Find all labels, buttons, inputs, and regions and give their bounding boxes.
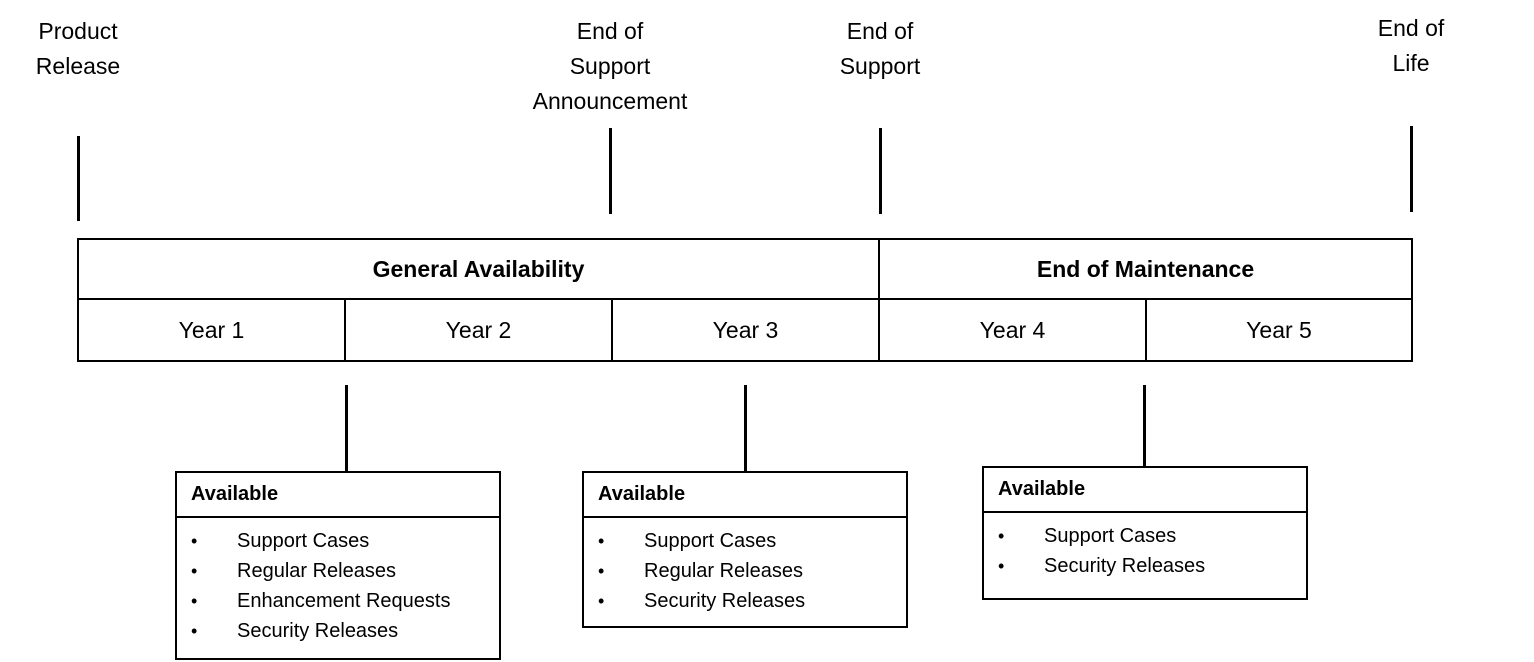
milestone-line-end-of-life [1410,126,1413,212]
phase-end-of-maintenance: End of Maintenance [878,238,1413,300]
year-cell-5: Year 5 [1145,298,1413,362]
phase-label: End of Maintenance [1036,255,1255,282]
phase-label: General Availability [372,255,585,282]
connector-line-box-2 [744,385,747,472]
availability-list: Support Cases Regular Releases Security … [584,518,906,628]
phase-general-availability: General Availability [77,238,880,300]
list-item: Security Releases [177,616,499,646]
availability-box-title: Available [584,473,906,518]
year-label: Year 5 [1246,316,1312,343]
list-item: Support Cases [177,526,499,556]
list-item: Regular Releases [177,556,499,586]
milestone-label-end-of-support: End of Support [839,18,921,79]
availability-box-1: Available Support Cases Regular Releases… [175,471,501,660]
connector-line-box-1 [345,385,348,472]
availability-list: Support Cases Regular Releases Enhanceme… [177,518,499,658]
milestone-line-product-release [77,136,80,221]
year-cell-1: Year 1 [77,298,346,362]
milestone-label-product-release: Product Release [35,18,121,79]
year-cell-4: Year 4 [878,298,1147,362]
list-item: Support Cases [984,521,1306,551]
availability-box-title: Available [177,473,499,518]
year-label: Year 2 [445,316,512,343]
availability-box-title: Available [984,468,1306,513]
connector-line-box-3 [1143,385,1146,470]
year-label: Year 4 [979,316,1046,343]
list-item: Security Releases [984,551,1306,581]
year-label: Year 1 [178,316,245,343]
year-cell-3: Year 3 [611,298,880,362]
list-item: Support Cases [584,526,906,556]
milestone-line-end-of-support [879,128,882,214]
list-item: Security Releases [584,586,906,616]
milestone-label-end-of-life: End of Life [1377,15,1445,76]
availability-list: Support Cases Security Releases [984,513,1306,593]
list-item: Enhancement Requests [177,586,499,616]
availability-box-2: Available Support Cases Regular Releases… [582,471,908,628]
year-cell-2: Year 2 [344,298,613,362]
milestone-line-end-of-support-announcement [609,128,612,214]
milestone-label-end-of-support-announcement: End of Support Announcement [532,18,688,114]
year-label: Year 3 [712,316,779,343]
list-item: Regular Releases [584,556,906,586]
availability-box-3: Available Support Cases Security Release… [982,466,1308,600]
